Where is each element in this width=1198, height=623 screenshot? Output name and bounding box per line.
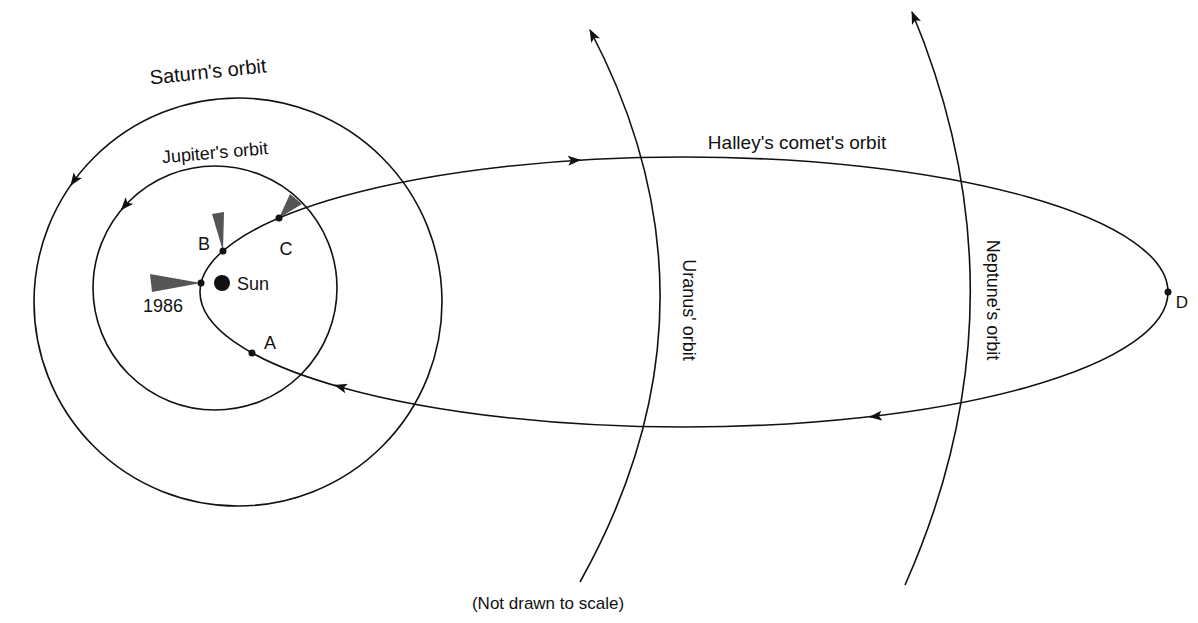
- position-letter: C: [279, 239, 294, 260]
- neptune-orbit: [905, 12, 970, 585]
- halley-orbit: [200, 157, 1168, 427]
- orbit-label: Uranus' orbit: [679, 258, 700, 361]
- orbit-label: Neptune's orbit: [983, 239, 1004, 362]
- scale-note: (Not drawn to scale): [471, 594, 625, 614]
- comet-tail: [212, 212, 224, 251]
- orbit-label: Jupiter's orbit: [160, 138, 270, 168]
- orbit-arrow: [335, 385, 339, 386]
- orbit-arrow: [870, 416, 874, 418]
- position-letter: A: [263, 333, 277, 354]
- comet-position: [1165, 289, 1172, 296]
- comet-position: [276, 215, 283, 222]
- orbit-arrow: [576, 159, 580, 161]
- year-label: 1986: [142, 296, 184, 317]
- comet-position: [198, 280, 205, 287]
- position-letter: B: [197, 234, 211, 255]
- sun-dot: [214, 275, 230, 291]
- position-letter: D: [1175, 293, 1189, 313]
- jupiter-orbit: [93, 166, 337, 410]
- sun-label: Sun: [236, 274, 270, 295]
- orbit-label: Halley's comet's orbit: [707, 132, 887, 154]
- orbit-label: Saturn's orbit: [148, 54, 269, 89]
- comet-tail: [279, 194, 302, 218]
- orbit-arrow: [122, 208, 123, 210]
- saturn-orbit: [34, 98, 442, 506]
- comet-position: [220, 248, 227, 255]
- comet-position: [249, 350, 256, 357]
- comet-tail: [150, 274, 201, 292]
- orbit-arrow: [71, 183, 72, 185]
- uranus-orbit: [580, 30, 660, 582]
